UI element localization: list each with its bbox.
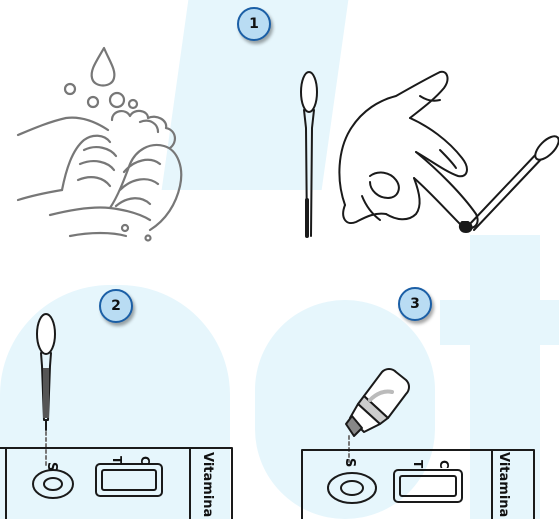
step-2-number: 2 (111, 298, 121, 314)
step-3-number: 3 (410, 296, 420, 312)
sample-label-step-3: S (342, 458, 357, 467)
test-label-step-3: T (411, 460, 425, 469)
step-1-number: 1 (249, 16, 259, 32)
step-1-badge: 1 (237, 7, 271, 41)
control-label-step-3: C (437, 460, 451, 469)
step-2-badge: 2 (99, 289, 133, 323)
step-3-badge: 3 (398, 287, 432, 321)
product-label-step-3: Vitamina D (496, 452, 511, 519)
